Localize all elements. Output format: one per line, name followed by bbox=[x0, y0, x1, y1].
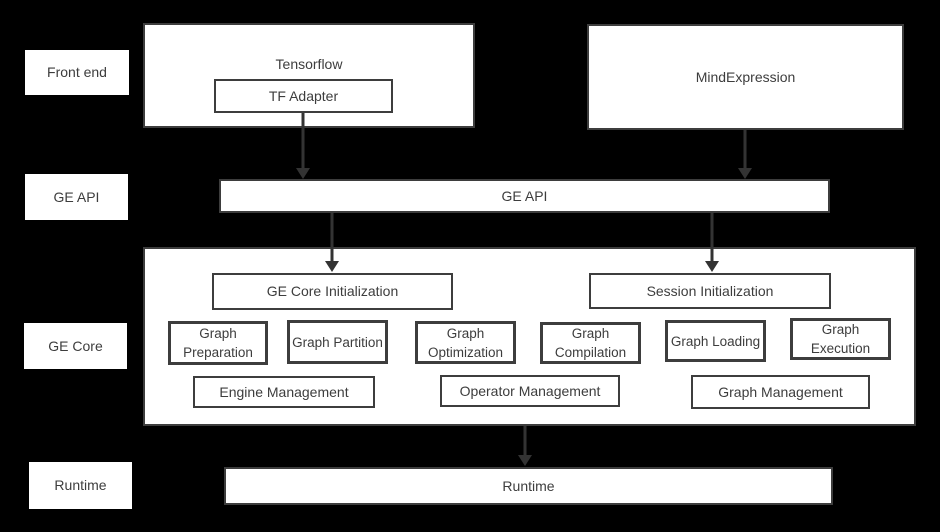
tensorflow-box: Tensorflow TF Adapter bbox=[143, 23, 475, 128]
graph-partition-box: Graph Partition bbox=[287, 320, 388, 364]
engine-management-box: Engine Management bbox=[193, 376, 375, 408]
graph-compilation-box: Graph Compilation bbox=[540, 322, 641, 364]
graph-loading-box: Graph Loading bbox=[665, 320, 766, 362]
graph-optimization-box: Graph Optimization bbox=[415, 321, 516, 364]
row-label-runtime: Runtime bbox=[29, 462, 132, 509]
row-label-ge-api: GE API bbox=[25, 174, 128, 220]
row-label-ge-core: GE Core bbox=[24, 323, 127, 369]
tensorflow-label: Tensorflow bbox=[275, 56, 343, 72]
graph-preparation-box: Graph Preparation bbox=[168, 321, 268, 365]
graph-management-box: Graph Management bbox=[691, 375, 870, 409]
row-label-front-end: Front end bbox=[25, 50, 129, 95]
arrow-tf-adapter-to-ge-api bbox=[296, 113, 310, 179]
runtime-bar: Runtime bbox=[224, 467, 833, 505]
ge-core-initialization-box: GE Core Initialization bbox=[212, 273, 453, 310]
mindexpression-box: MindExpression bbox=[587, 24, 904, 130]
tf-adapter-box: TF Adapter bbox=[214, 79, 393, 113]
operator-management-box: Operator Management bbox=[440, 375, 620, 407]
arrow-ge-api-to-ge-core-initialization bbox=[325, 213, 339, 272]
arrow-ge-api-to-session-initialization bbox=[705, 213, 719, 272]
arrow-ge-core-to-runtime bbox=[518, 426, 532, 466]
graph-execution-box: Graph Execution bbox=[790, 318, 891, 360]
arrow-mindexpression-to-ge-api bbox=[738, 130, 752, 179]
session-initialization-box: Session Initialization bbox=[589, 273, 831, 309]
ge-api-bar: GE API bbox=[219, 179, 830, 213]
